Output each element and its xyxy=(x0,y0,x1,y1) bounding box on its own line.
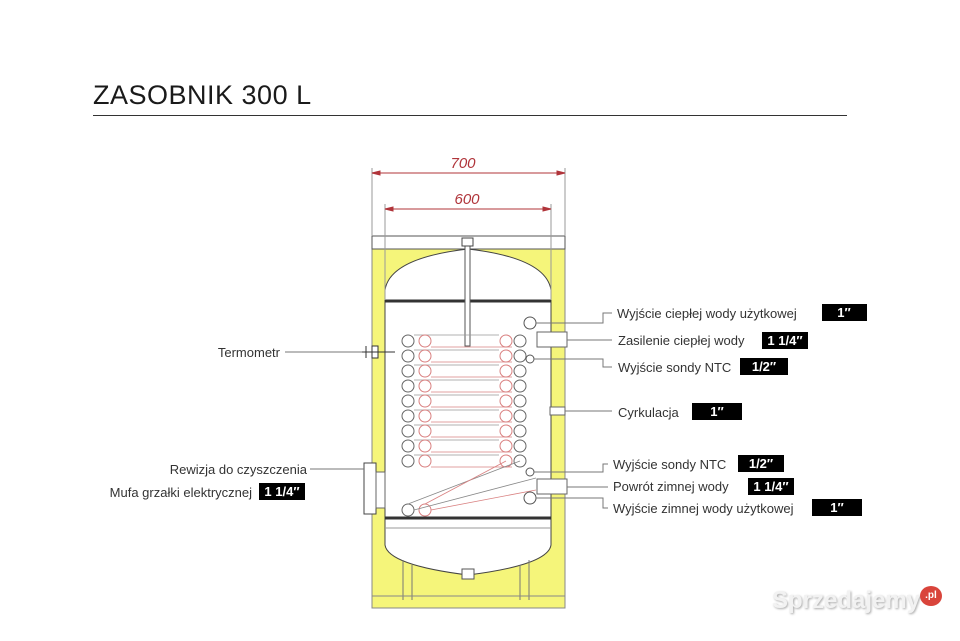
coil-tube xyxy=(401,424,415,438)
label-ntc-lower: Wyjście sondy NTC 1/2″ xyxy=(613,455,784,472)
ntc-port-lower xyxy=(525,467,535,477)
svg-text:Wyjście ciepłej wody użytkowej: Wyjście ciepłej wody użytkowej xyxy=(617,306,797,321)
coil-tube xyxy=(418,379,432,393)
svg-text:Cyrkulacja: Cyrkulacja xyxy=(618,405,679,420)
label-cold-return: Powrót zimnej wody 1 1/4″ xyxy=(613,478,794,495)
coil-tube xyxy=(418,334,432,348)
tank-legs xyxy=(402,560,530,600)
label-hot-water-outlet: Wyjście ciepłej wody użytkowej 1″ xyxy=(617,304,867,321)
coil-line xyxy=(430,489,537,511)
dimension-inner-label: 600 xyxy=(454,191,480,208)
coil-tube xyxy=(513,409,527,423)
coil-tube xyxy=(401,439,415,453)
dimension-outer xyxy=(371,168,566,236)
coil-tube xyxy=(418,349,432,363)
coil-tube xyxy=(499,379,513,393)
top-fitting xyxy=(461,237,474,247)
leader-lines xyxy=(285,312,612,509)
coil-tube xyxy=(499,349,513,363)
thermometer-fitting xyxy=(362,345,395,359)
coil-tube xyxy=(499,424,513,438)
coil-tube xyxy=(401,394,415,408)
coil-tube xyxy=(513,394,527,408)
coil-tube xyxy=(418,409,432,423)
coil-tube xyxy=(401,379,415,393)
size-badge: 1″ xyxy=(837,305,850,320)
coil-tube xyxy=(499,334,513,348)
coil-tube xyxy=(401,454,415,468)
label-ntc-upper: Wyjście sondy NTC 1/2″ xyxy=(618,358,788,375)
cold-return-port xyxy=(536,478,568,495)
label-cleaning-inspection: Rewizja do czyszczenia xyxy=(170,462,308,477)
coil-line xyxy=(424,460,507,505)
anode-rod xyxy=(464,243,471,347)
cold-outlet-port xyxy=(523,491,537,505)
size-badge: 1 1/4″ xyxy=(767,333,802,348)
svg-text:Wyjście zimnej wody użytkowej: Wyjście zimnej wody użytkowej xyxy=(613,501,794,516)
circulation-port xyxy=(549,406,566,416)
label-thermometer: Termometr xyxy=(218,345,281,360)
coil-tube xyxy=(401,349,415,363)
page-title: ZASOBNIK 300 L xyxy=(93,80,312,110)
hot-water-outlet-port xyxy=(523,316,537,330)
size-badge: 1/2″ xyxy=(749,456,773,471)
label-heater-socket: Mufa grzałki elektrycznej 1 1/4″ xyxy=(110,483,305,500)
coil-tube xyxy=(513,439,527,453)
cleaning-flange xyxy=(363,462,377,515)
coil-tube xyxy=(418,424,432,438)
svg-text:Zasilenie ciepłej wody: Zasilenie ciepłej wody xyxy=(618,333,745,348)
coil-line xyxy=(407,460,521,505)
coil-tube xyxy=(418,439,432,453)
bottom-base xyxy=(371,595,566,609)
label-hot-supply: Zasilenie ciepłej wody 1 1/4″ xyxy=(618,332,808,349)
title-underline xyxy=(93,115,847,116)
size-badge: 1″ xyxy=(830,500,843,515)
dimension-outer-label: 700 xyxy=(450,155,476,172)
coil-tube xyxy=(418,454,432,468)
size-badge: 1 1/4″ xyxy=(753,479,788,494)
svg-text:Wyjście sondy NTC: Wyjście sondy NTC xyxy=(613,457,726,472)
coil-tube xyxy=(418,394,432,408)
svg-text:Wyjście sondy NTC: Wyjście sondy NTC xyxy=(618,360,731,375)
size-badge: 1/2″ xyxy=(752,359,776,374)
size-badge: 1 1/4″ xyxy=(264,484,299,499)
coil-tube xyxy=(418,364,432,378)
coil-tube xyxy=(401,334,415,348)
coil-tube xyxy=(513,349,527,363)
coil-tube xyxy=(499,439,513,453)
svg-text:Mufa grzałki elektrycznej: Mufa grzałki elektrycznej xyxy=(110,485,252,500)
coil-tube xyxy=(401,364,415,378)
coil-tube xyxy=(499,364,513,378)
label-cold-water-outlet: Wyjście zimnej wody użytkowej 1″ xyxy=(613,499,862,516)
coil-tube xyxy=(513,334,527,348)
ntc-port-upper xyxy=(525,354,535,364)
heater-socket xyxy=(375,471,386,509)
watermark-logo: Sprzedajemy xyxy=(772,587,921,614)
dimension-inner xyxy=(384,204,552,300)
size-badge: 1″ xyxy=(710,404,723,419)
coil-tube xyxy=(499,409,513,423)
coil-tube xyxy=(513,364,527,378)
coil-tube xyxy=(401,409,415,423)
coil-tube xyxy=(499,394,513,408)
coil-tube xyxy=(513,424,527,438)
coil-tube xyxy=(513,379,527,393)
coil-line xyxy=(413,477,537,511)
drain-fitting xyxy=(461,568,475,580)
label-circulation: Cyrkulacja 1″ xyxy=(618,403,742,420)
svg-text:Powrót zimnej wody: Powrót zimnej wody xyxy=(613,479,729,494)
watermark-badge: .pl xyxy=(920,586,942,606)
coil-tube xyxy=(401,503,415,517)
hot-supply-port xyxy=(536,331,568,348)
heat-exchanger-coils xyxy=(401,334,537,517)
